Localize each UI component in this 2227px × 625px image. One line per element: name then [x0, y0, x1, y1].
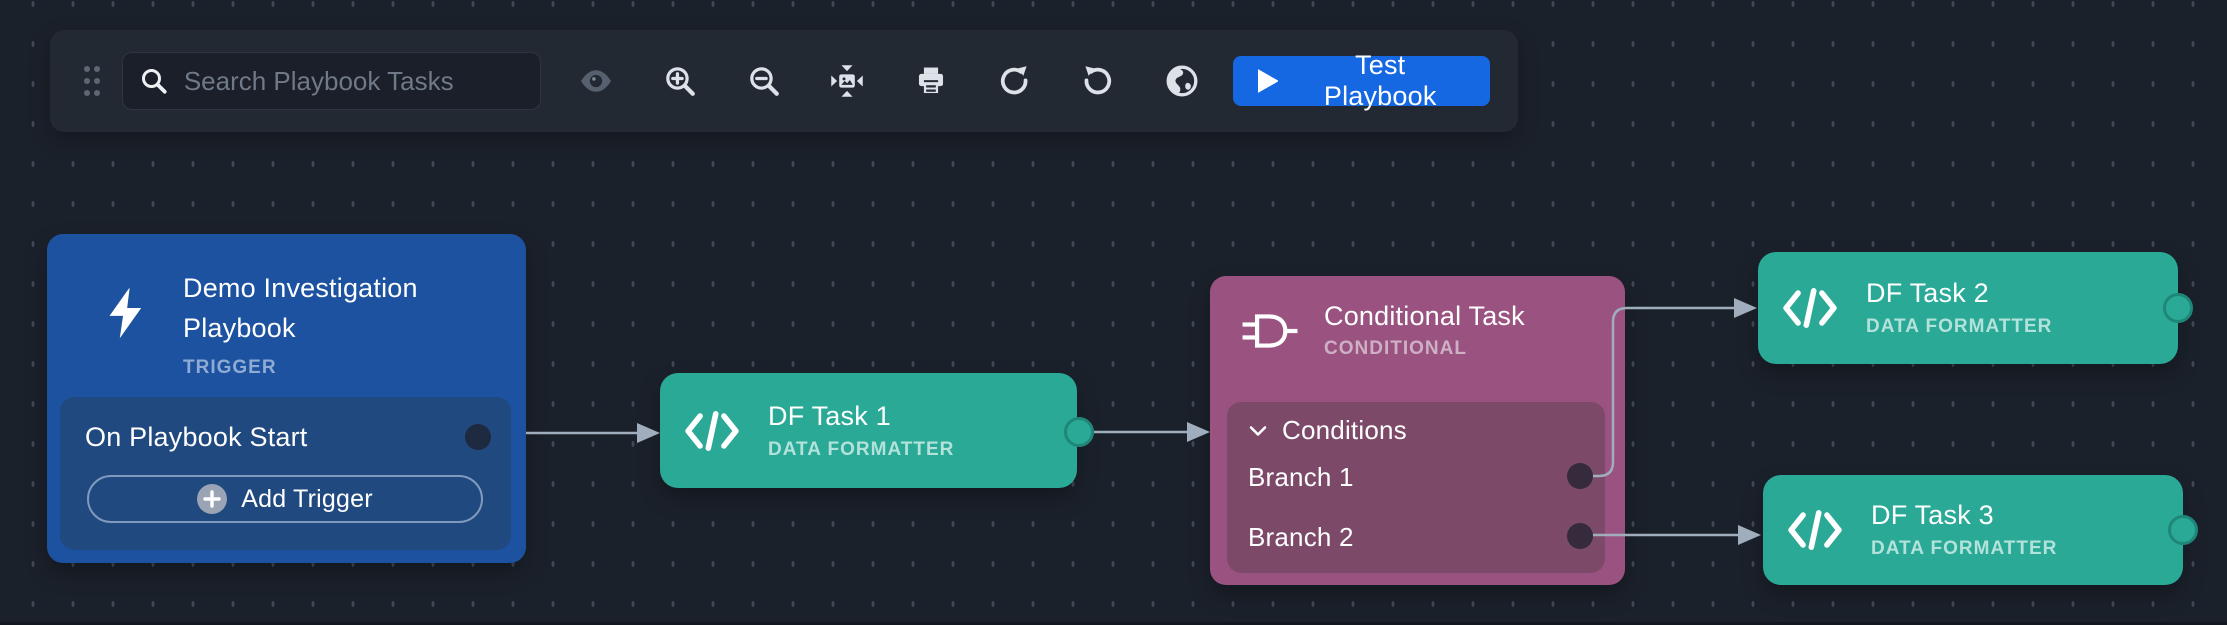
zoom-out-button[interactable] [735, 52, 793, 110]
code-icon [1788, 510, 1842, 550]
zoom-in-button[interactable] [651, 52, 709, 110]
node-type-label: TRIGGER [183, 357, 277, 378]
node-title: Demo Investigation Playbook [183, 273, 418, 343]
node-type-label: CONDITIONAL [1324, 338, 1467, 359]
df-text-block: DF Task 3 DATA FORMATTER [1871, 500, 2057, 560]
node-type-label: DATA FORMATTER [768, 438, 955, 460]
test-playbook-button[interactable]: Test Playbook [1232, 50, 1490, 111]
lightning-bolt-icon [109, 287, 142, 339]
conditions-panel: Conditions Branch 1 Branch 2 [1227, 402, 1605, 573]
node-title: DF Task 2 [1866, 278, 1989, 308]
df3-output-port[interactable] [2168, 515, 2198, 545]
df-text-block: DF Task 2 DATA FORMATTER [1866, 278, 2052, 338]
globe-icon [1166, 65, 1198, 97]
search-icon [141, 68, 167, 94]
redo-button[interactable] [986, 52, 1044, 110]
eye-icon [581, 70, 612, 92]
fit-to-screen-button[interactable] [818, 52, 876, 110]
branch-2-label: Branch 2 [1248, 522, 1354, 552]
zoom-in-icon [666, 67, 695, 96]
search-box [121, 52, 542, 110]
trigger-header: Demo Investigation Playbook TRIGGER [47, 234, 526, 379]
undo-button[interactable] [1069, 52, 1127, 110]
conditions-toggle[interactable]: Conditions [1247, 415, 1407, 446]
node-type-label: DATA FORMATTER [1866, 316, 2053, 337]
node-title: DF Task 1 [768, 400, 891, 431]
branch-1-label: Branch 1 [1248, 462, 1354, 492]
toggle-visibility-button[interactable] [567, 52, 625, 110]
node-df-task-2[interactable]: DF Task 2 DATA FORMATTER [1758, 252, 2193, 364]
branch-1-output-port[interactable] [1567, 463, 1593, 489]
redo-icon [1001, 66, 1028, 95]
drag-handle-icon [83, 66, 100, 96]
conditions-label: Conditions [1282, 415, 1407, 445]
df-text-block: DF Task 1 DATA FORMATTER [768, 401, 954, 461]
code-icon [1783, 288, 1837, 328]
df1-output-port[interactable] [1064, 417, 1094, 447]
branch-row-2: Branch 2 [1248, 522, 1354, 553]
node-conditional[interactable]: Conditional Task CONDITIONAL Conditions … [1210, 276, 1625, 585]
arrowhead-df3 [1738, 525, 1761, 545]
arrowhead-conditional [1187, 422, 1210, 442]
code-icon [685, 410, 739, 451]
conditional-text-block: Conditional Task CONDITIONAL [1324, 296, 1525, 360]
logic-gate-icon [1242, 314, 1298, 348]
trigger-items-panel: On Playbook Start Add Trigger [60, 397, 511, 550]
undo-icon [1084, 66, 1112, 95]
node-type-label: DATA FORMATTER [1871, 538, 2058, 559]
globe-button[interactable] [1153, 52, 1211, 110]
trigger-item-label: On Playbook Start [85, 422, 308, 452]
search-input[interactable] [181, 64, 525, 98]
trigger-text-block: Demo Investigation Playbook TRIGGER [183, 268, 463, 379]
chevron-down-icon [1249, 425, 1267, 436]
arrowhead-df2 [1734, 298, 1757, 318]
plus-icon [197, 484, 228, 514]
add-trigger-label: Add Trigger [241, 484, 373, 513]
toolbar-drag-handle[interactable] [78, 59, 106, 103]
node-df-task-3[interactable]: DF Task 3 DATA FORMATTER [1763, 475, 2198, 585]
node-title: Conditional Task [1324, 301, 1525, 331]
trigger-output-port[interactable] [465, 424, 491, 450]
zoom-out-icon [749, 67, 779, 96]
test-playbook-label: Test Playbook [1323, 50, 1437, 111]
conditional-header: Conditional Task CONDITIONAL [1210, 276, 1625, 360]
df2-output-port[interactable] [2163, 293, 2193, 323]
branch-2-output-port[interactable] [1567, 523, 1593, 549]
arrowhead-df1 [637, 423, 660, 443]
node-df-task-1[interactable]: DF Task 1 DATA FORMATTER [660, 373, 1094, 488]
play-icon [1257, 69, 1279, 93]
print-button[interactable] [902, 52, 960, 110]
printer-icon [918, 67, 943, 94]
fit-to-screen-icon [831, 65, 863, 97]
node-title: DF Task 3 [1871, 500, 1994, 530]
node-trigger[interactable]: Demo Investigation Playbook TRIGGER On P… [47, 234, 526, 563]
add-trigger-button[interactable]: Add Trigger [87, 475, 483, 523]
playbook-toolbar: Test Playbook [50, 30, 1518, 132]
branch-row-1: Branch 1 [1248, 462, 1354, 493]
